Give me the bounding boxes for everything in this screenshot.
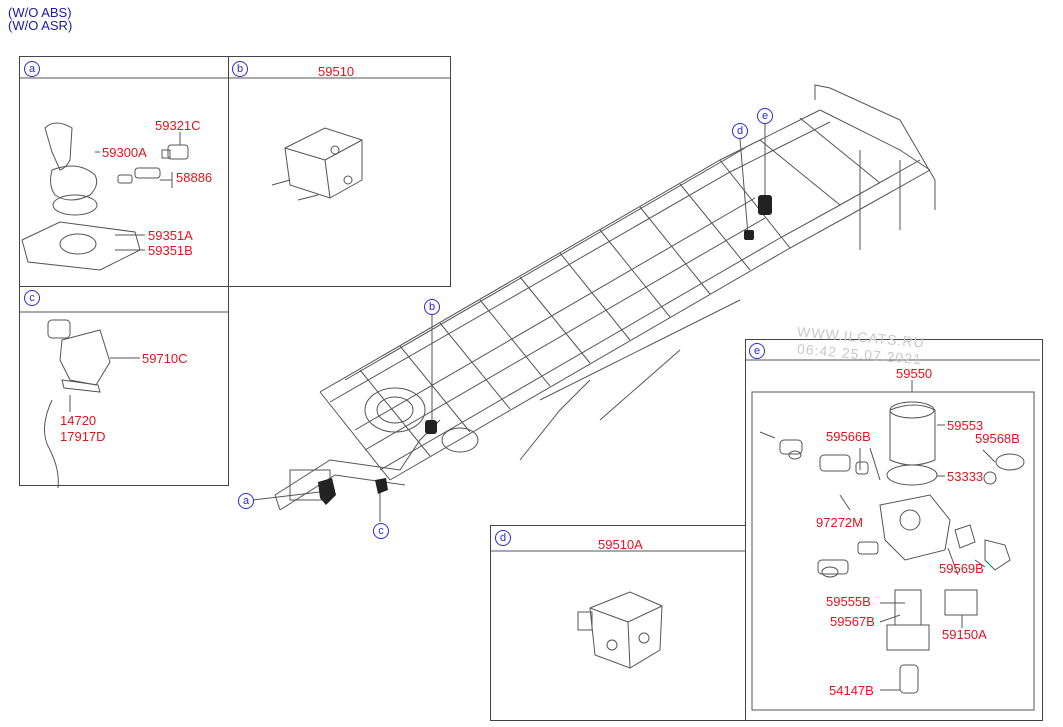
panel-c-tag: c [24,290,40,306]
part-label: 97272M [816,515,863,530]
part-label: 58886 [176,170,213,185]
chassis-frame [274,84,936,511]
header-abs: (W/O ABS) [8,5,72,20]
panel-b-art [228,77,450,201]
part-label: 59566B [826,429,871,444]
panel-a-art [20,77,228,271]
callout-c[interactable]: c [373,523,389,539]
callout-b[interactable]: b [424,299,440,315]
panel-b-tag: b [232,61,248,77]
part-label: 53333 [947,469,984,484]
part-label: 59351A [148,228,193,243]
panel-d-tag: d [495,530,511,546]
part-label: 14720 [60,413,97,428]
callout-d[interactable]: d [732,123,748,139]
panel-e-tag: e [749,343,765,359]
part-label: 17917D [60,429,106,444]
part-label: 59553 [947,418,984,433]
part-label: 59555B [826,594,871,609]
panel-d-title: 59510A [598,537,643,552]
panel-e [745,339,1043,721]
part-label: 59569B [939,561,984,576]
part-label: 59300A [102,145,147,160]
part-label: 59351B [148,243,193,258]
panel-e-art [745,359,1040,711]
panel-e-title: 59550 [896,366,933,381]
part-label: 54147B [829,683,874,698]
panel-d-art [490,550,745,669]
callout-a[interactable]: a [238,493,254,509]
part-label: 59567B [830,614,875,629]
panel-a-tag: a [24,61,40,77]
part-label: 59710C [142,351,188,366]
panel-d [490,525,746,721]
header-asr: (W/O ASR) [8,18,73,33]
panel-b-title: 59510 [318,64,355,79]
part-label: 59150A [942,627,987,642]
part-label: 59568B [975,431,1020,446]
panel-c [19,286,229,486]
panel-c-art [20,311,228,489]
callout-e[interactable]: e [757,108,773,124]
panel-b [228,56,451,287]
part-label: 59321C [155,118,201,133]
